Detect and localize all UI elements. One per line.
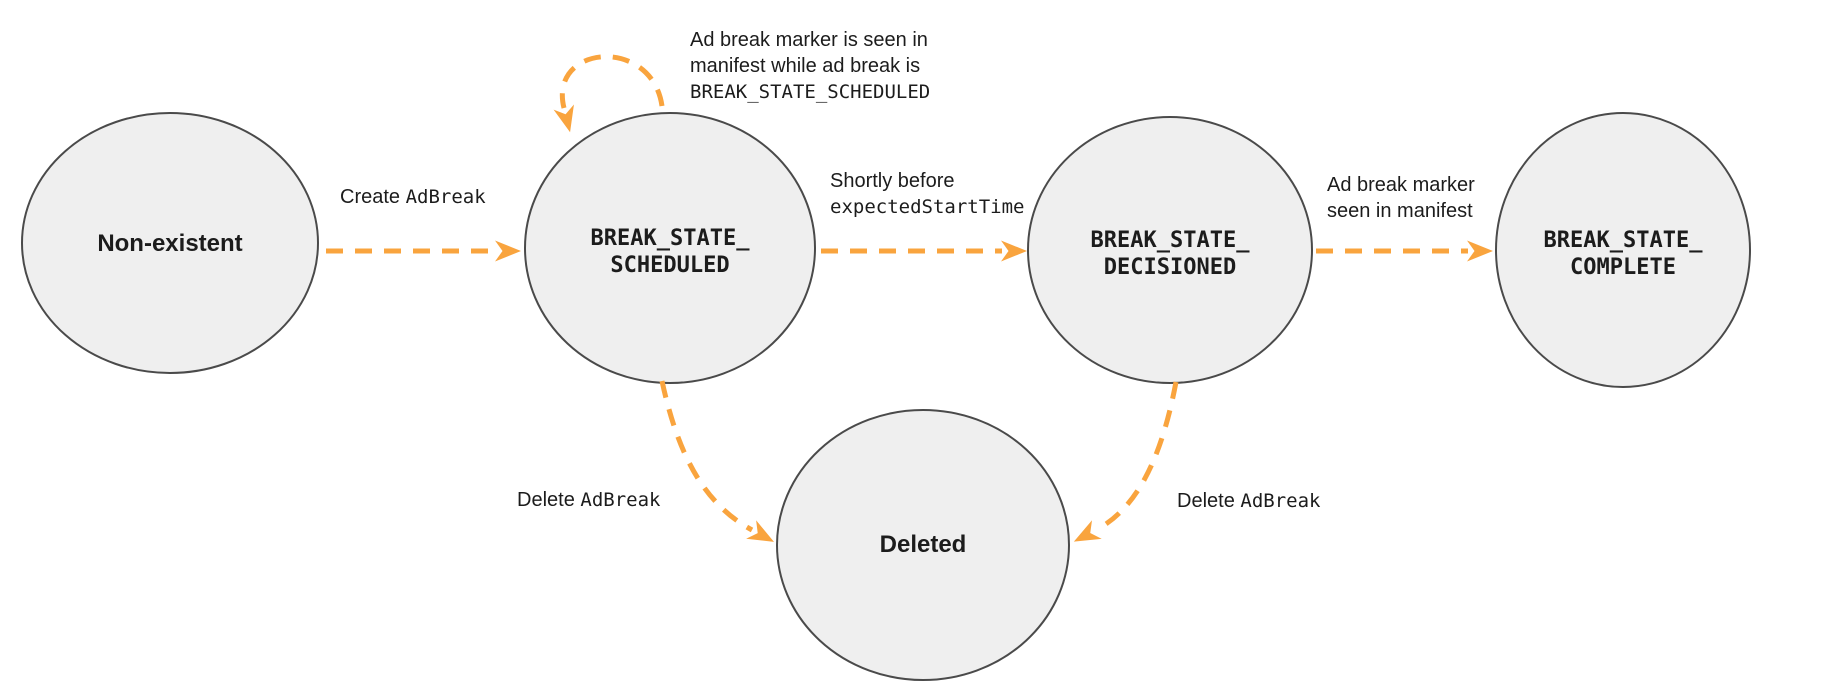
edge-label-code: AdBreak (1240, 490, 1321, 512)
state-node-decisioned (1027, 116, 1313, 384)
state-label-line: BREAK_STATE_ (1543, 228, 1703, 253)
state-label-line: BREAK_STATE_ (590, 226, 750, 251)
edge-label-text: Delete (1177, 490, 1235, 512)
edge-decisioned-to-deleted (1073, 381, 1179, 542)
state-label-complete: BREAK_STATE_ COMPLETE (1473, 227, 1773, 281)
edge-label-self-loop: Ad break marker is seen in manifest whil… (690, 27, 930, 105)
edge-label-text: manifest while ad break is (690, 55, 921, 77)
state-label-non-existent: Non-existent (20, 230, 320, 258)
edge-label-create-adbreak: Create AdBreak (340, 184, 486, 210)
state-label-line: Deleted (879, 531, 967, 558)
state-label-line: BREAK_STATE_ (1090, 228, 1250, 253)
edge-label-shortly-before: Shortly before expectedStartTime (830, 168, 1024, 220)
edge-label-text: Ad break marker (1327, 174, 1475, 196)
state-label-line: DECISIONED (1103, 255, 1237, 280)
state-node-non-existent (21, 112, 319, 374)
edge-label-marker-seen: Ad break marker seen in manifest (1327, 172, 1475, 224)
state-node-complete (1495, 112, 1751, 388)
edge-label-code: BREAK_STATE_SCHEDULED (690, 81, 931, 103)
state-label-decisioned: BREAK_STATE_ DECISIONED (1020, 227, 1320, 281)
edge-label-text: Ad break marker is seen in (690, 29, 928, 51)
edge-self-loop-scheduled (553, 54, 665, 133)
state-label-deleted: Deleted (773, 531, 1073, 559)
edge-scheduled-to-deleted (659, 380, 774, 542)
state-node-scheduled (524, 112, 816, 384)
edge-label-text: Shortly before (830, 170, 955, 192)
edge-label-text: Delete (517, 489, 575, 511)
edge-label-code: expectedStartTime (830, 196, 1025, 218)
state-label-line: COMPLETE (1570, 255, 1676, 280)
edge-label-text: Create (340, 186, 401, 208)
state-label-scheduled: BREAK_STATE_ SCHEDULED (520, 225, 820, 279)
state-label-line: Non-existent (97, 230, 243, 257)
edge-label-delete-adbreak-left: Delete AdBreak (517, 487, 660, 513)
state-label-line: SCHEDULED (610, 253, 730, 278)
edge-label-code: AdBreak (580, 489, 661, 511)
state-node-deleted (776, 409, 1070, 681)
edge-label-delete-adbreak-right: Delete AdBreak (1177, 488, 1320, 514)
edge-label-text: seen in manifest (1327, 200, 1473, 222)
edge-label-code: AdBreak (405, 186, 486, 208)
